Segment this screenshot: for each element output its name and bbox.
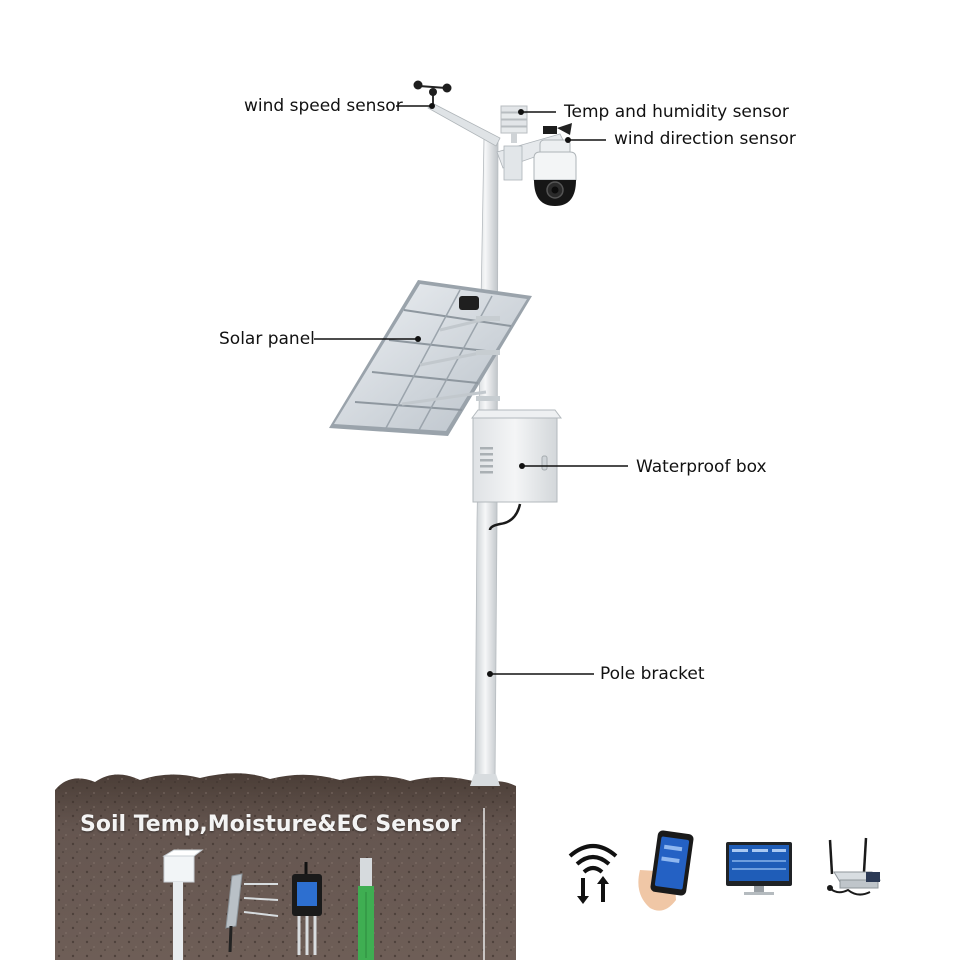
soil-probe-green — [358, 858, 374, 960]
label-waterproof-box: Waterproof box — [636, 457, 767, 477]
waterproof-box-graphic — [471, 409, 562, 531]
leader-lines — [314, 105, 628, 675]
leader-dots — [415, 103, 571, 677]
pole-clamps — [476, 316, 500, 401]
wifi-updown-icon — [568, 844, 618, 904]
desktop-monitor-icon — [726, 842, 792, 895]
smartphone-icon — [638, 830, 694, 911]
soil-block — [55, 773, 516, 960]
label-solar-panel: Solar panel — [219, 329, 315, 349]
soil-probe-display — [292, 862, 322, 955]
label-wind-speed-sensor: wind speed sensor — [244, 96, 403, 116]
thermo-shield — [500, 105, 528, 143]
soil-sensor-title: Soil Temp,Moisture&EC Sensor — [80, 812, 461, 837]
wind-speed-cups — [413, 80, 452, 96]
top-arm — [427, 92, 501, 147]
label-wind-direction-sensor: wind direction sensor — [614, 129, 796, 149]
router-gateway-icon — [827, 837, 882, 896]
label-temp-humidity-sensor: Temp and humidity sensor — [564, 102, 789, 122]
soil-probe-cube — [162, 849, 204, 960]
label-pole-bracket: Pole bracket — [600, 664, 705, 684]
wind-direction-vane — [543, 123, 572, 135]
dome-camera — [533, 139, 577, 206]
soil-probe-stick — [225, 873, 279, 953]
